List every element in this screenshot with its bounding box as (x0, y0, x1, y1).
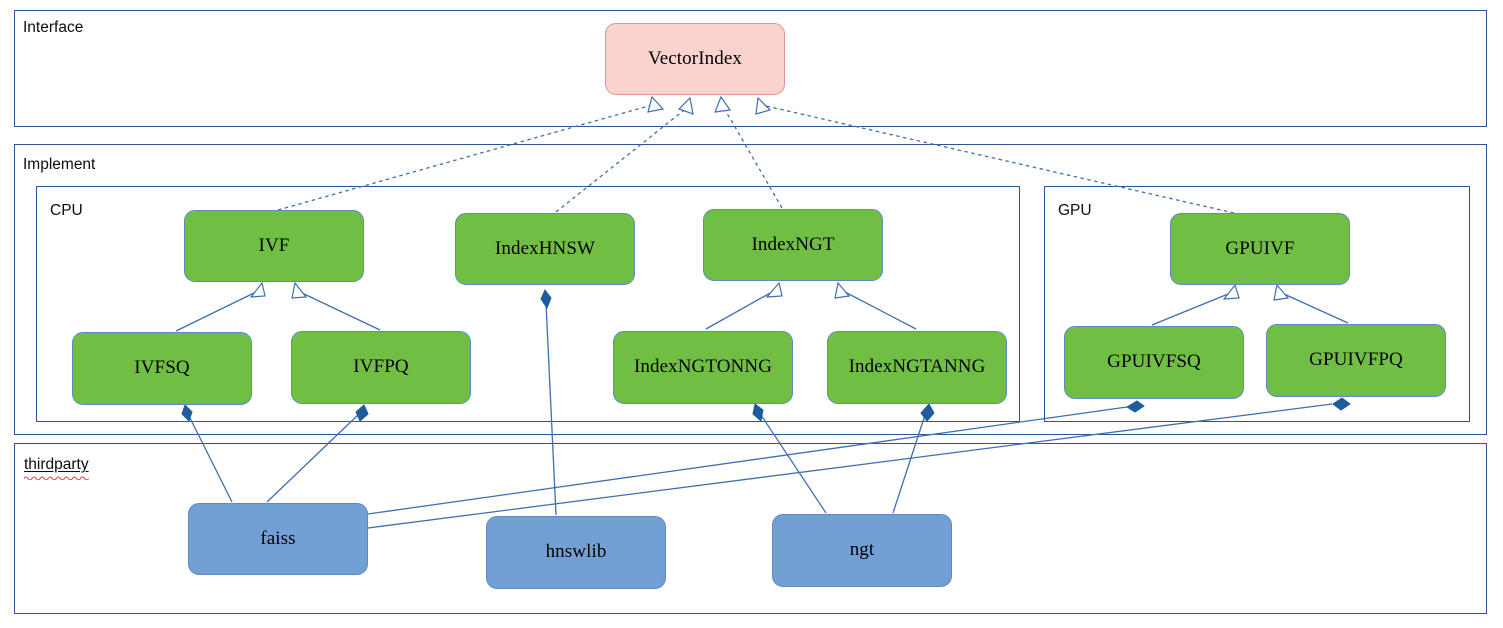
node-gpuivfsq[interactable]: GPUIVFSQ (1064, 326, 1244, 399)
node-gpuivf[interactable]: GPUIVF (1170, 213, 1350, 285)
group-label-thirdparty-text: thirdparty (24, 456, 89, 473)
group-label-thirdparty: thirdparty (24, 456, 89, 480)
node-gpuivfpq[interactable]: GPUIVFPQ (1266, 324, 1446, 397)
node-ngt[interactable]: ngt (772, 514, 952, 587)
node-indexngtanng[interactable]: IndexNGTANNG (827, 331, 1007, 404)
group-label-gpu: GPU (1058, 202, 1092, 219)
node-indexngt[interactable]: IndexNGT (703, 209, 883, 281)
node-hnswlib[interactable]: hnswlib (486, 516, 666, 589)
group-label-interface: Interface (23, 19, 84, 36)
node-ivfsq[interactable]: IVFSQ (72, 332, 252, 405)
node-ivf[interactable]: IVF (184, 210, 364, 282)
node-ivfpq[interactable]: IVFPQ (291, 331, 471, 404)
node-indexngtonng[interactable]: IndexNGTONNG (613, 331, 793, 404)
group-label-implement: Implement (23, 156, 96, 173)
node-faiss[interactable]: faiss (188, 503, 368, 575)
node-indexhnsw[interactable]: IndexHNSW (455, 213, 635, 285)
group-label-cpu: CPU (50, 202, 83, 219)
node-vectorindex[interactable]: VectorIndex (605, 23, 785, 95)
